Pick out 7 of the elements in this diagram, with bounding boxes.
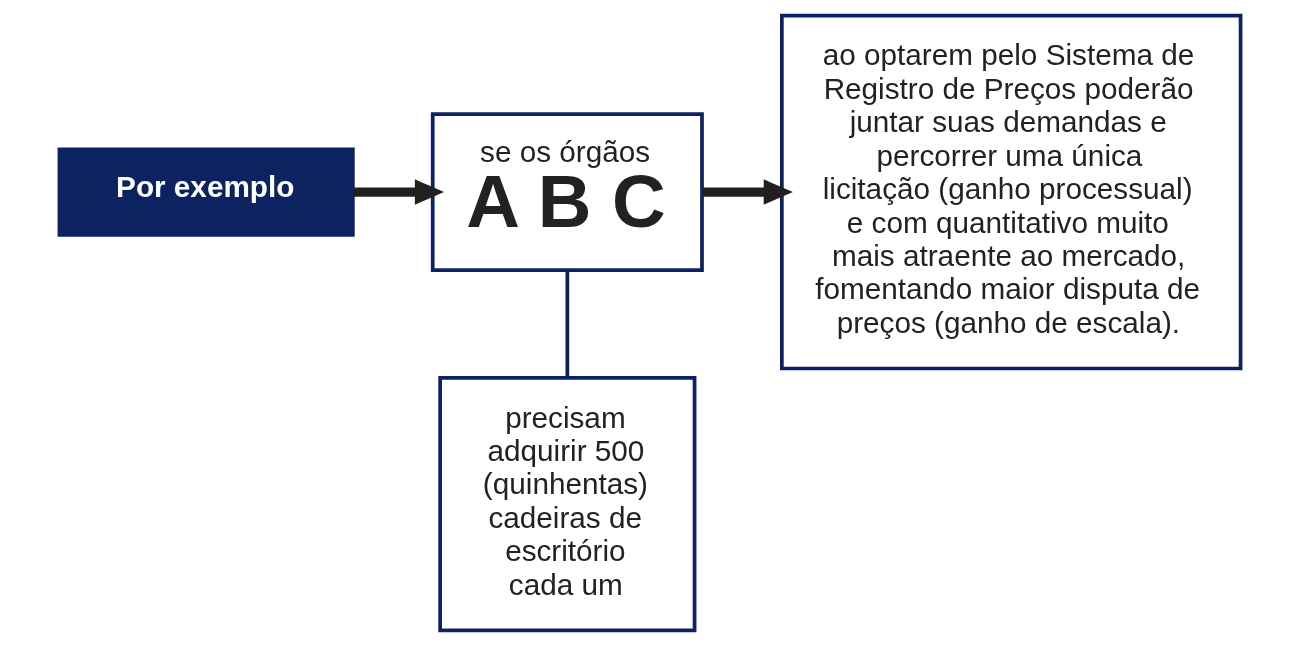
node-box: Por exemplo [57, 147, 355, 237]
node-box: ao optarem pelo Sistema de Registro de Preços poderão juntar suas demandas e percorrer uma única licitação (ganho processual) e com quantitativo muito mais atraente ao mercado, fomentando maior disputa de preços (ganho de escala). [779, 13, 1242, 371]
node-box: precisam adquirir 500 (quinhentas) cadeiras de escritório cada um [437, 375, 696, 633]
arrow [701, 179, 793, 205]
connector [565, 270, 569, 378]
arrow [352, 179, 444, 205]
node-box: se os órgãos A B C [430, 112, 704, 272]
